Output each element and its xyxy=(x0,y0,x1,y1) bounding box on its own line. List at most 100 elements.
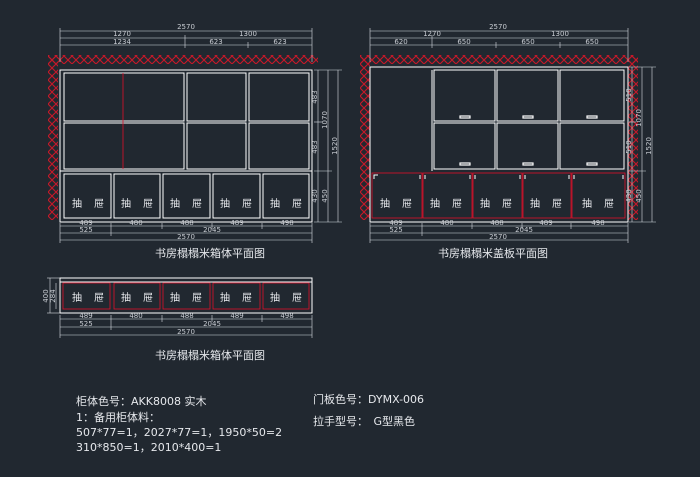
view1-title: 书房榻榻米箱体平面图 xyxy=(155,246,265,260)
dim-top-sub: 650 xyxy=(585,38,598,46)
dim-top-left: 1270 xyxy=(113,30,131,38)
dim-bottom-width: 498 xyxy=(591,219,604,227)
dim-top-left: 1270 xyxy=(423,30,441,38)
left-wall-hatch xyxy=(360,55,370,220)
view1-cabinet-body xyxy=(59,69,313,223)
dim-bottom-width: 489 xyxy=(230,219,243,227)
top-wall-hatch xyxy=(48,55,318,64)
view2-drawer-labels: 抽 屉 抽 屉 抽 屉 抽 屉 抽 屉 xyxy=(380,197,614,210)
dim-top-right: 1300 xyxy=(551,30,569,38)
dim-bottom-width: 480 xyxy=(440,219,453,227)
dim-bottom-mid: 525 xyxy=(79,226,92,234)
dim-right: 483 xyxy=(311,90,319,103)
dim-left: 400 xyxy=(42,289,50,302)
dim-bottom-mid: 525 xyxy=(79,320,92,328)
view2-drawer-doors xyxy=(371,172,626,219)
view1-bottom-dimension-lines xyxy=(59,223,313,243)
note-spare-line1: 507*77=1，2027*77=1，1950*50=2 xyxy=(76,426,282,439)
view2-top-dimension-lines xyxy=(369,28,629,62)
drawer-label: 抽 xyxy=(170,197,180,210)
dim-right: 1520 xyxy=(645,137,653,155)
drawer-label: 屉 xyxy=(242,198,252,210)
note-door-color: 门板色号：DYMX-006 xyxy=(313,392,424,406)
dim-right: 450 xyxy=(321,189,329,202)
view3-drawer-labels: 抽 屉 抽 屉 抽 屉 抽 屉 抽 屉 xyxy=(72,291,302,304)
right-wall-hatch xyxy=(628,55,638,220)
drawer-label: 抽 xyxy=(220,197,230,210)
drawer-label: 屉 xyxy=(192,292,202,304)
view1-right-dimension-lines xyxy=(314,69,342,223)
handle-icon xyxy=(586,115,598,119)
view3-drawer-fronts xyxy=(62,282,310,310)
dim-top-sub: 620 xyxy=(394,38,407,46)
drawer-label: 屉 xyxy=(552,198,562,210)
dim-top-sub: 650 xyxy=(521,38,534,46)
handle-icon xyxy=(586,162,598,166)
drawer-label: 抽 xyxy=(220,291,230,304)
drawer-label: 屉 xyxy=(292,198,302,210)
top-wall-hatch xyxy=(360,55,638,64)
dim-bottom-width: 480 xyxy=(129,219,142,227)
handle-icon xyxy=(522,115,534,119)
drawer-label: 抽 xyxy=(380,197,390,210)
drawer-label: 抽 xyxy=(530,197,540,210)
drawer-label: 屉 xyxy=(502,198,512,210)
dim-top-sub: 623 xyxy=(273,38,286,46)
handle-icon xyxy=(459,115,471,119)
dim-right: 1070 xyxy=(321,111,329,129)
dim-bottom-total: 2570 xyxy=(177,233,195,241)
view2-bottom-dimension-lines xyxy=(369,223,629,243)
dim-right: 450 xyxy=(635,189,643,202)
dim-bottom-mid: 2045 xyxy=(203,226,221,234)
drawer-label: 屉 xyxy=(604,198,614,210)
drawer-label: 屉 xyxy=(143,292,153,304)
dim-top-total: 2570 xyxy=(177,23,195,31)
view2-panel-body xyxy=(369,66,629,223)
drawer-label: 屉 xyxy=(242,292,252,304)
view2-right-dimension-lines xyxy=(629,66,656,223)
dim-bottom-width: 489 xyxy=(230,312,243,320)
handle-icon xyxy=(522,162,534,166)
drawer-label: 抽 xyxy=(72,291,82,304)
view1-top-dimension-lines xyxy=(59,28,313,62)
note-spare-line2: 310*850=1，2010*400=1 xyxy=(76,441,221,454)
dim-bottom-width: 489 xyxy=(539,219,552,227)
dim-left: 284 xyxy=(49,289,57,303)
view2-handles xyxy=(459,115,598,166)
dim-bottom-width: 489 xyxy=(79,219,92,227)
dim-bottom-width: 489 xyxy=(79,312,92,320)
dim-bottom-total: 2570 xyxy=(489,233,507,241)
dim-right: 430 xyxy=(625,189,633,202)
dim-right: 483 xyxy=(311,140,319,153)
dim-top-sub: 650 xyxy=(457,38,470,46)
view1-plan: 2570 1270 1300 1234 623 623 抽 屉 抽 屉 抽 屉 … xyxy=(48,23,342,260)
dim-top-sub: 623 xyxy=(209,38,222,46)
drawer-label: 抽 xyxy=(72,197,82,210)
drawer-label: 抽 xyxy=(270,291,280,304)
drawer-label: 屉 xyxy=(402,198,412,210)
drawer-label: 抽 xyxy=(430,197,440,210)
dim-bottom-width: 488 xyxy=(180,219,193,227)
dim-right: 510 xyxy=(625,140,633,153)
drawer-label: 抽 xyxy=(121,291,131,304)
view3-left-dimension-lines xyxy=(47,277,60,314)
dim-bottom-total: 2570 xyxy=(177,328,195,336)
dim-right: 1520 xyxy=(331,137,339,155)
drawer-label: 抽 xyxy=(582,197,592,210)
drawer-label: 抽 xyxy=(121,197,131,210)
view3-title: 书房榻榻米箱体平面图 xyxy=(155,348,265,362)
drawer-label: 屉 xyxy=(143,198,153,210)
dim-right: 1070 xyxy=(635,109,643,127)
note-spare-title: 1：备用柜体料： xyxy=(76,410,160,424)
view2-plan: 2570 1270 1300 620 650 650 650 xyxy=(360,23,656,260)
dim-bottom-mid: 525 xyxy=(389,226,402,234)
dim-top-right: 1300 xyxy=(239,30,257,38)
dim-bottom-width: 489 xyxy=(389,219,402,227)
drawer-label: 抽 xyxy=(270,197,280,210)
dim-bottom-width: 488 xyxy=(180,312,193,320)
dim-right: 430 xyxy=(311,189,319,202)
handle-icon xyxy=(459,162,471,166)
dim-bottom-mid: 2045 xyxy=(203,320,221,328)
dim-bottom-width: 498 xyxy=(280,312,293,320)
dim-top-total: 2570 xyxy=(489,23,507,31)
